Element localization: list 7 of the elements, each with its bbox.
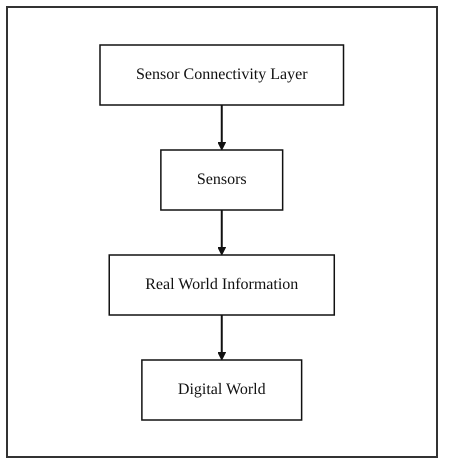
node-box: Digital World xyxy=(141,358,303,420)
node-box: Sensors xyxy=(160,148,284,210)
arrow xyxy=(218,104,226,150)
arrow xyxy=(218,314,226,360)
node-box: Real World Information xyxy=(108,254,336,316)
arrow xyxy=(218,210,226,255)
node-box: Sensor Connectivity Layer xyxy=(99,44,344,106)
